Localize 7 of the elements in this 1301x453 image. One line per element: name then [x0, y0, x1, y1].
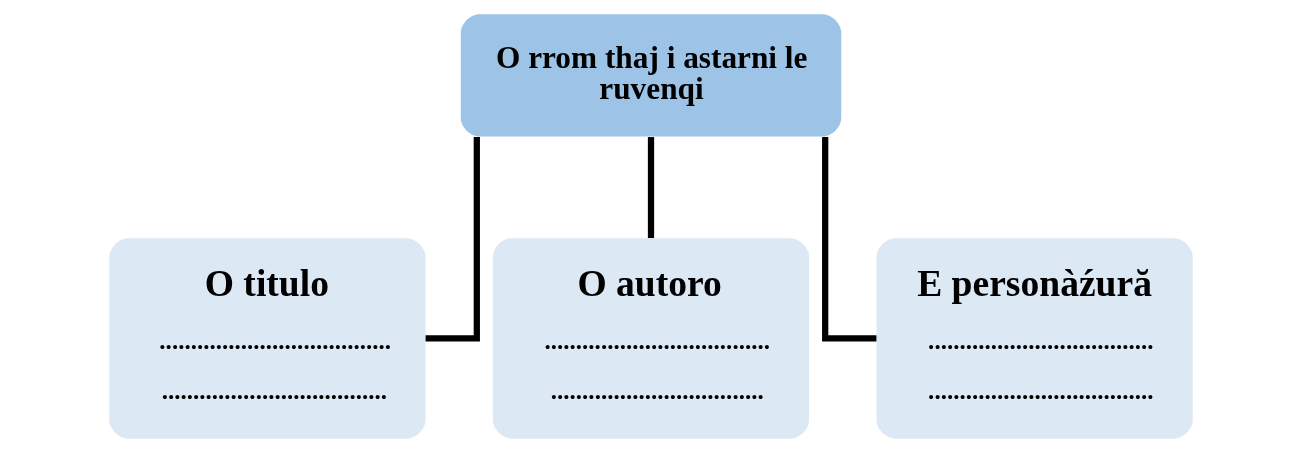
connector — [647, 137, 654, 239]
node-box: O titulo ..................................... .................................... — [108, 238, 426, 439]
connector — [821, 137, 876, 342]
node-box: O rrom thaj i astarni le ruvenqi — [460, 14, 841, 137]
connector — [425, 137, 480, 342]
node-box: E personàźură .................................... .................................... — [875, 238, 1193, 439]
node-box: O autoro .................................... .................................. — [492, 238, 809, 439]
